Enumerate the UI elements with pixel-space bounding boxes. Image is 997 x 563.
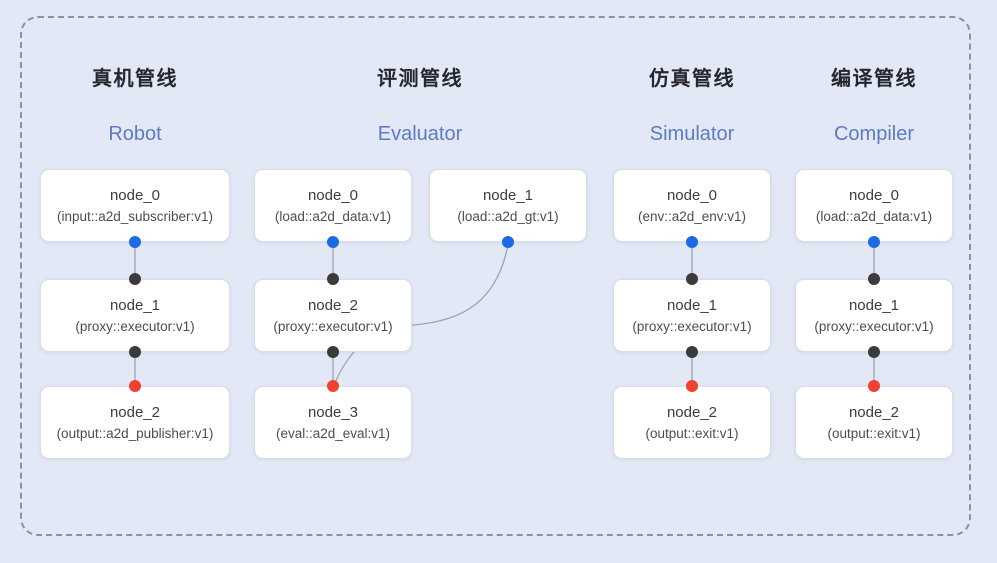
node-label: node_2 [109, 403, 161, 421]
node-subtitle: (output::exit:v1) [645, 425, 739, 441]
node-subtitle: (proxy::executor:v1) [273, 318, 393, 334]
pipeline-title-en-compiler: Compiler [833, 123, 915, 145]
node-label: node_2 [666, 403, 718, 421]
node-card-robot-node1: node_1 (proxy::executor:v1) [40, 279, 230, 352]
node-label: node_1 [848, 296, 900, 314]
node-subtitle: (output::exit:v1) [827, 425, 921, 441]
dashed-frame [20, 16, 971, 536]
node-subtitle: (proxy::executor:v1) [75, 318, 195, 334]
node-subtitle: (input::a2d_subscriber:v1) [56, 208, 214, 224]
node-label: node_1 [109, 296, 161, 314]
pipeline-title-en-robot: Robot [108, 123, 162, 145]
executor-port-dot [327, 273, 339, 285]
node-label: node_1 [666, 296, 718, 314]
source-port-dot [327, 236, 339, 248]
node-subtitle: (proxy::executor:v1) [814, 318, 934, 334]
node-card-compiler-node1: node_1 (proxy::executor:v1) [795, 279, 953, 352]
node-subtitle: (proxy::executor:v1) [632, 318, 752, 334]
executor-port-dot [686, 346, 698, 358]
sink-port-dot [686, 380, 698, 392]
executor-port-dot [868, 346, 880, 358]
executor-port-dot [129, 346, 141, 358]
node-card-simulator-node1: node_1 (proxy::executor:v1) [613, 279, 771, 352]
node-card-evaluator-node1: node_1 (load::a2d_gt:v1) [429, 169, 587, 242]
executor-port-dot [868, 273, 880, 285]
node-card-robot-node0: node_0 (input::a2d_subscriber:v1) [40, 169, 230, 242]
sink-port-dot [129, 380, 141, 392]
node-subtitle: (env::a2d_env:v1) [637, 208, 747, 224]
pipeline-title-zh-compiler: 编译管线 [831, 68, 917, 90]
node-subtitle: (load::a2d_data:v1) [815, 208, 933, 224]
source-port-dot [502, 236, 514, 248]
node-card-simulator-node0: node_0 (env::a2d_env:v1) [613, 169, 771, 242]
node-card-evaluator-node3: node_3 (eval::a2d_eval:v1) [254, 386, 412, 459]
node-card-evaluator-node2: node_2 (proxy::executor:v1) [254, 279, 412, 352]
node-card-robot-node2: node_2 (output::a2d_publisher:v1) [40, 386, 230, 459]
node-card-compiler-node0: node_0 (load::a2d_data:v1) [795, 169, 953, 242]
sink-port-dot [868, 380, 880, 392]
source-port-dot [129, 236, 141, 248]
node-subtitle: (load::a2d_gt:v1) [457, 208, 559, 224]
node-card-simulator-node2: node_2 (output::exit:v1) [613, 386, 771, 459]
pipeline-title-zh-simulator: 仿真管线 [649, 68, 735, 90]
node-card-evaluator-node0: node_0 (load::a2d_data:v1) [254, 169, 412, 242]
node-label: node_0 [109, 186, 161, 204]
node-label: node_2 [307, 296, 359, 314]
node-label: node_1 [482, 186, 534, 204]
node-subtitle: (output::a2d_publisher:v1) [56, 425, 214, 441]
node-label: node_0 [307, 186, 359, 204]
node-label: node_3 [307, 403, 359, 421]
executor-port-dot [686, 273, 698, 285]
executor-port-dot [327, 346, 339, 358]
sink-port-dot [327, 380, 339, 392]
node-subtitle: (eval::a2d_eval:v1) [275, 425, 391, 441]
source-port-dot [868, 236, 880, 248]
pipeline-title-zh-robot: 真机管线 [92, 68, 178, 90]
node-card-compiler-node2: node_2 (output::exit:v1) [795, 386, 953, 459]
pipeline-title-en-simulator: Simulator [649, 123, 735, 145]
node-label: node_2 [848, 403, 900, 421]
source-port-dot [686, 236, 698, 248]
node-label: node_0 [848, 186, 900, 204]
node-label: node_0 [666, 186, 718, 204]
node-subtitle: (load::a2d_data:v1) [274, 208, 392, 224]
pipeline-title-zh-evaluator: 评测管线 [377, 68, 463, 90]
executor-port-dot [129, 273, 141, 285]
pipeline-title-en-evaluator: Evaluator [377, 123, 463, 145]
